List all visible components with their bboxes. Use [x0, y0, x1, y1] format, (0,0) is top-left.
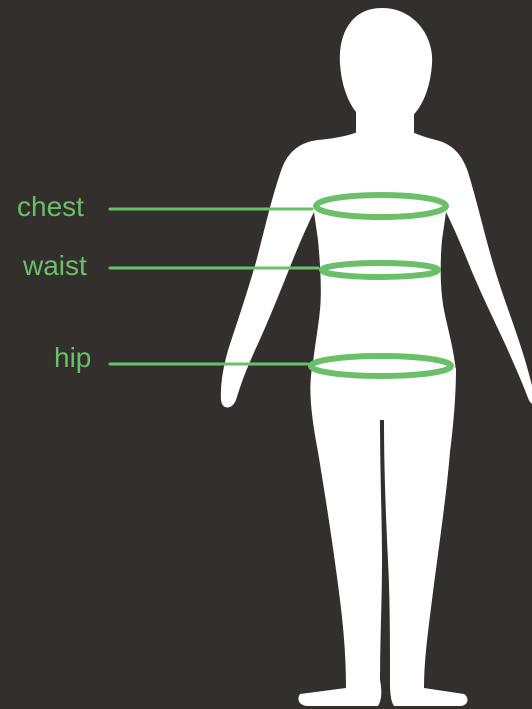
- waist-label: waist: [23, 252, 87, 280]
- chest-label: chest: [17, 193, 84, 221]
- hips-and-legs: [298, 368, 467, 706]
- hip-label: hip: [54, 344, 91, 372]
